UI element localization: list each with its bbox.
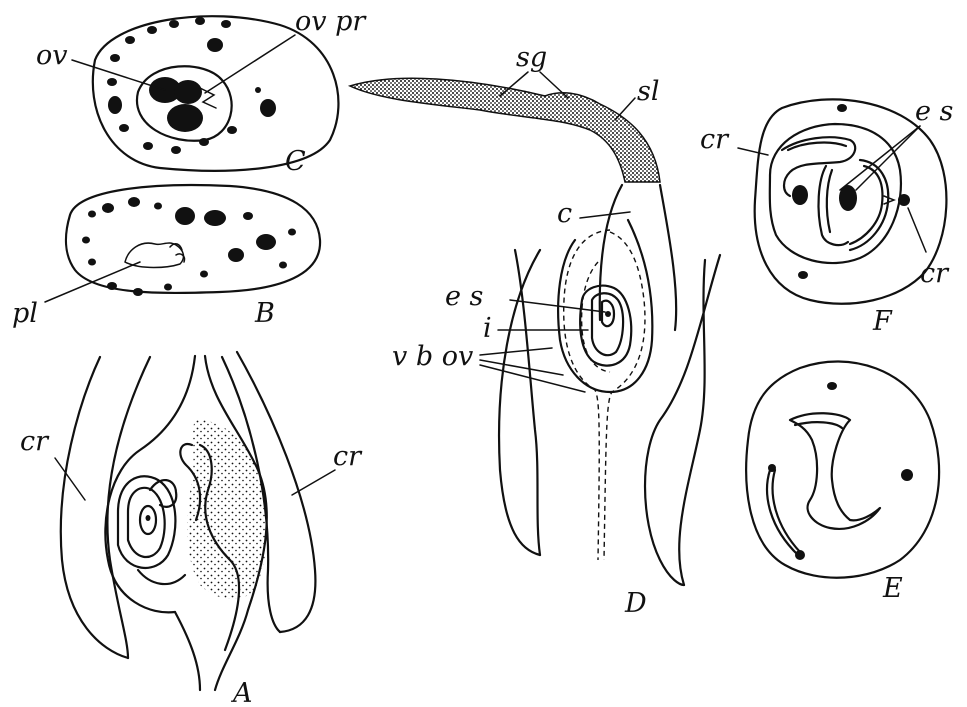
label-cr-f-top: cr [700,124,730,155]
panel-b-pl-leader [45,262,140,302]
label-sl: sl [637,76,660,107]
label-ov: ov [36,40,68,71]
panel-d-vascular-bundles [564,230,610,560]
panel-d-c-leader [580,212,630,218]
panel-e-crescent [790,413,880,529]
panel-f: e s cr cr F [700,96,953,337]
panel-f-cr-right-leader [908,208,926,252]
panel-e: E [746,361,939,604]
panel-d-stigma [350,78,660,182]
label-i: i [483,313,492,344]
panel-b: pl B [12,185,320,329]
panel-f-es-leader-2 [856,126,920,190]
label-ov-pr: ov pr [295,6,367,37]
label-sg: sg [516,42,547,73]
panel-d-vbov-leader-1 [480,348,552,355]
label-vbov: v b ov [392,341,473,372]
panel-a-cr-right-leader [292,470,335,495]
label-cr-f-right: cr [920,258,950,289]
label-es-d: e s [445,281,483,312]
panel-a-ovule [118,476,175,568]
panel-b-bundles [82,197,296,296]
panel-a: cr cr A [20,352,363,707]
panel-b-letter: B [254,298,275,329]
panel-c: ov ov pr C [36,6,367,177]
panel-d-sl-leader [615,98,635,120]
label-c: c [557,198,572,229]
panel-f-letter: F [872,306,893,337]
label-cr-left: cr [20,426,50,457]
panel-a-letter: A [230,678,253,707]
panel-c-letter: C [285,146,306,177]
panel-e-letter: E [882,573,903,604]
panel-d-letter: D [624,588,647,619]
panel-f-cr-top-leader [738,148,768,155]
panel-d: sg sl c e s i v b ov D [350,42,720,619]
label-cr-right: cr [333,441,363,472]
label-es-f: e s [915,96,953,127]
panel-c-ovule-cluster [149,77,216,132]
panel-a-cr-left-leader [55,458,85,500]
label-pl: pl [12,298,38,329]
